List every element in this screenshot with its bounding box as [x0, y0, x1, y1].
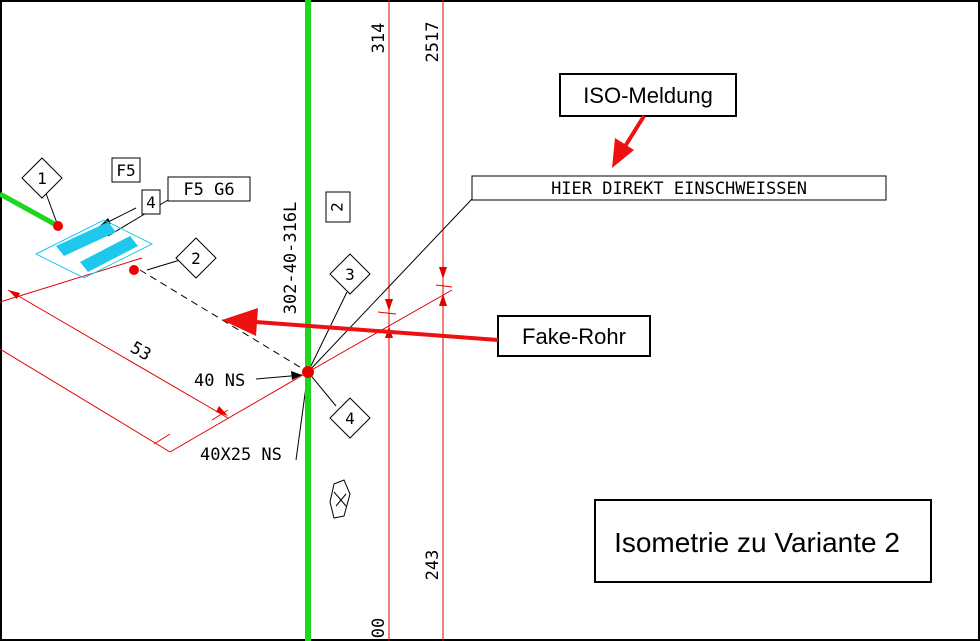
tag-item-2: 2: [325, 191, 351, 223]
dimension-314: 314: [369, 23, 389, 54]
leader-lines: [43, 187, 473, 461]
callout-fake-rohr: Fake-Rohr: [497, 315, 651, 357]
branch-pipe: [0, 191, 60, 229]
diamond-label: 3: [345, 265, 355, 284]
svg-text:ISO-Meldung: ISO-Meldung: [583, 83, 713, 108]
svg-text:F5: F5: [116, 161, 135, 180]
diamond-mark-3: 3: [329, 253, 371, 295]
dimension-00: 00: [369, 618, 389, 638]
node-3: [302, 366, 314, 378]
weld-note: HIER DIREKT EINSCHWEISSEN: [471, 175, 887, 201]
diamond-mark-1: 1: [21, 157, 63, 199]
size-label-40x25-ns: 40X25 NS: [200, 445, 282, 465]
dimension-arrowheads: [8, 267, 447, 416]
tag-item-4: 4: [141, 189, 161, 215]
tag-f5: F5: [111, 157, 141, 183]
callout-iso-meldung: ISO-Meldung: [559, 73, 737, 117]
size-label-40-ns: 40 NS: [194, 371, 245, 391]
svg-text:HIER DIREKT EINSCHWEISSEN: HIER DIREKT EINSCHWEISSEN: [551, 179, 807, 199]
tag-f5-g6: F5 G6: [167, 176, 251, 202]
diamond-mark-4: 4: [329, 397, 371, 439]
fake-rohr-arrow: [222, 308, 499, 342]
flange-fitting: [34, 219, 154, 279]
title-box: Isometrie zu Variante 2: [594, 499, 932, 583]
svg-text:2: 2: [328, 202, 347, 212]
node-1: [53, 221, 63, 231]
pipe-line-number: 302-40-316L: [281, 202, 301, 315]
svg-text:Fake-Rohr: Fake-Rohr: [522, 324, 626, 349]
dimension-243: 243: [423, 550, 443, 581]
iso-meldung-arrow: [612, 114, 646, 168]
svg-text:F5 G6: F5 G6: [183, 180, 234, 200]
diamond-mark-2: 2: [175, 237, 217, 279]
leader-arrowhead: [291, 371, 302, 380]
dimension-lines-red: [0, 257, 453, 453]
fake-pipe-dashed-line: [139, 269, 309, 373]
node-2: [129, 265, 139, 275]
diamond-label: 4: [345, 409, 355, 428]
svg-text:4: 4: [146, 193, 156, 212]
title-text: Isometrie zu Variante 2: [614, 527, 900, 558]
valve-symbol: [329, 479, 351, 519]
diamond-label: 2: [191, 249, 201, 268]
diamond-label: 1: [37, 169, 47, 188]
dimension-2517: 2517: [423, 22, 443, 63]
